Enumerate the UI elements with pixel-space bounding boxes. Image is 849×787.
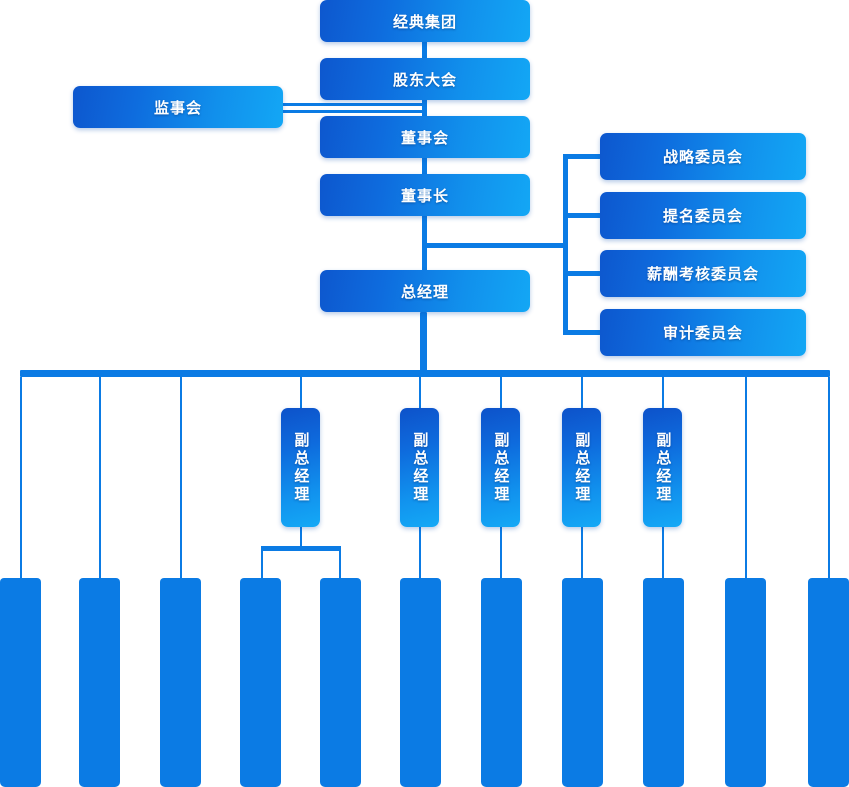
- connector-gm-to-bus: [420, 312, 427, 374]
- node-compensation-committee[interactable]: 薪酬考核委员会: [600, 250, 806, 297]
- connector-bus-drop-dept-1: [20, 377, 22, 578]
- connector-committee-stub-4: [563, 330, 602, 335]
- node-nomination-committee[interactable]: 提名委员会: [600, 192, 806, 239]
- connector-subbus-to-dept-4: [261, 551, 263, 578]
- node-department-11[interactable]: [808, 578, 849, 787]
- connector-bus-drop-dept-3: [180, 377, 182, 578]
- connector-committee-stub-3: [563, 271, 602, 276]
- main-distribution-bus: [20, 370, 830, 377]
- connector-group-to-shareholders: [422, 40, 427, 60]
- connector-bus-drop-vp-1: [300, 377, 302, 409]
- connector-subbus-to-dept-5: [339, 551, 341, 578]
- connector-committee-stub-1: [563, 154, 602, 159]
- node-department-8[interactable]: [562, 578, 603, 787]
- connector-vp-1-stem: [300, 527, 302, 549]
- node-department-5[interactable]: [320, 578, 361, 787]
- node-department-3[interactable]: [160, 578, 201, 787]
- connector-bus-drop-dept-11: [828, 377, 830, 578]
- connector-supervisory-rail-bottom: [283, 110, 425, 113]
- connector-bus-drop-vp-5: [662, 377, 664, 409]
- node-supervisory-board[interactable]: 监事会: [73, 86, 283, 128]
- connector-chairman-to-gm: [422, 214, 427, 272]
- connector-vp-4-to-dept-8: [581, 527, 583, 578]
- node-department-6[interactable]: [400, 578, 441, 787]
- connector-board-to-committee-stem: [425, 243, 567, 248]
- node-board-of-directors[interactable]: 董事会: [320, 116, 530, 158]
- connector-bus-drop-dept-2: [99, 377, 101, 578]
- connector-board-to-chairman: [422, 156, 427, 176]
- connector-supervisory-rail-top: [283, 103, 425, 106]
- node-department-4[interactable]: [240, 578, 281, 787]
- connector-bus-drop-dept-10: [745, 377, 747, 578]
- node-audit-committee[interactable]: 审计委员会: [600, 309, 806, 356]
- connector-committee-stub-2: [563, 213, 602, 218]
- connector-vp-2-to-dept-6: [419, 527, 421, 578]
- node-group[interactable]: 经典集团: [320, 0, 530, 42]
- connector-bus-drop-vp-4: [581, 377, 583, 409]
- node-department-1[interactable]: [0, 578, 41, 787]
- node-general-manager[interactable]: 总经理: [320, 270, 530, 312]
- node-deputy-gm-2[interactable]: 副总经理: [400, 408, 439, 527]
- node-shareholders-meeting[interactable]: 股东大会: [320, 58, 530, 100]
- sub-distribution-bus: [261, 546, 341, 551]
- node-department-2[interactable]: [79, 578, 120, 787]
- node-strategy-committee[interactable]: 战略委员会: [600, 133, 806, 180]
- connector-shareholders-to-board: [422, 98, 427, 118]
- node-department-9[interactable]: [643, 578, 684, 787]
- node-deputy-gm-4[interactable]: 副总经理: [562, 408, 601, 527]
- node-chairman[interactable]: 董事长: [320, 174, 530, 216]
- node-deputy-gm-1[interactable]: 副总经理: [281, 408, 320, 527]
- node-department-7[interactable]: [481, 578, 522, 787]
- node-deputy-gm-3[interactable]: 副总经理: [481, 408, 520, 527]
- connector-vp-3-to-dept-7: [500, 527, 502, 578]
- connector-committee-rail: [563, 154, 568, 334]
- connector-vp-5-to-dept-9: [662, 527, 664, 578]
- connector-bus-drop-vp-3: [500, 377, 502, 409]
- node-department-10[interactable]: [725, 578, 766, 787]
- connector-bus-drop-vp-2: [419, 377, 421, 409]
- node-deputy-gm-5[interactable]: 副总经理: [643, 408, 682, 527]
